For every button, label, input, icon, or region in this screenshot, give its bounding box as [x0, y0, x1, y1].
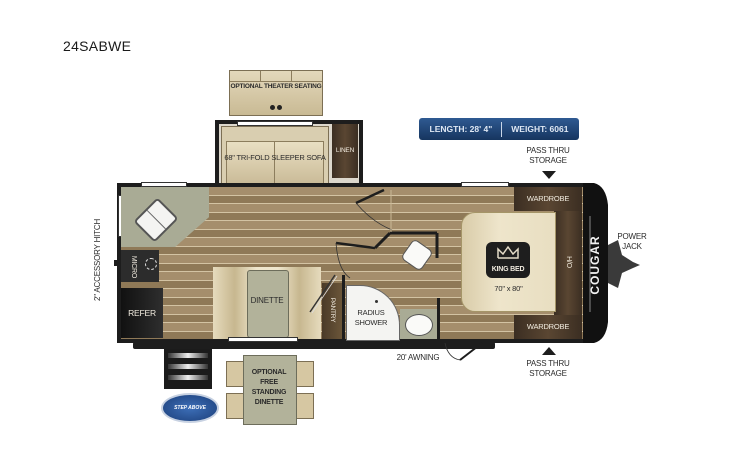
- lavatory-sink-icon: [405, 314, 433, 336]
- overhead-cabinet: H/O: [554, 211, 582, 315]
- slideout-window: [237, 121, 313, 126]
- window-bottom: [228, 337, 298, 342]
- spec-divider: [501, 121, 503, 137]
- bath-wall: [342, 275, 345, 339]
- bed-size: 70" x 80": [494, 284, 523, 293]
- awning-callout: 20' AWNING: [396, 353, 440, 362]
- pass-thru-bottom-callout: PASS THRU STORAGE: [526, 359, 570, 378]
- microwave: MICRO: [121, 250, 159, 282]
- weight-spec: WEIGHT: 6061: [511, 124, 569, 134]
- window-top-right: [461, 182, 509, 187]
- step-above-text: STEP ABOVE: [174, 405, 206, 411]
- power-jack-callout: POWER JACK: [617, 232, 647, 251]
- wardrobe-bottom: WARDROBE: [514, 315, 582, 339]
- sofa-label: 68" TRI-FOLD SLEEPER SOFA: [224, 153, 326, 162]
- shower-drain-icon: [375, 300, 378, 303]
- bed-label: KING BED: [491, 266, 525, 273]
- linen-closet: LINEN: [332, 124, 358, 178]
- wardrobe-top-label: WARDROBE: [526, 194, 570, 203]
- cupholder-icon: [277, 105, 282, 110]
- awning-rail: [133, 342, 495, 349]
- pass-thru-top-callout: PASS THRU STORAGE: [526, 146, 570, 165]
- refrigerator: REFER: [121, 288, 163, 338]
- wardrobe-top: WARDROBE: [514, 187, 582, 211]
- length-spec: LENGTH: 28' 4": [429, 124, 493, 134]
- model-title: 24SABWE: [63, 38, 132, 54]
- optional-dinette-label: OPTIONAL FREE STANDING DINETTE: [251, 369, 287, 406]
- vanity-wall: [437, 298, 440, 339]
- king-bed: KING BED 70" x 80": [461, 212, 556, 312]
- range-burner-icon: [145, 258, 157, 270]
- refer-label: REFER: [128, 308, 156, 318]
- wardrobe-bottom-label: WARDROBE: [526, 322, 570, 331]
- theater-label: OPTIONAL THEATER SEATING: [230, 83, 322, 90]
- hitch-icon: [114, 260, 118, 266]
- step-above-logo: STEP ABOVE: [161, 393, 219, 423]
- bathroom-vanity: [400, 309, 437, 339]
- dinette: DINETTE: [213, 267, 321, 339]
- optional-theater-seating: OPTIONAL THEATER SEATING: [229, 70, 323, 116]
- linen-label: LINEN: [335, 147, 355, 154]
- king-bed-badge: KING BED: [486, 242, 530, 278]
- shower-label: RADIUS SHOWER: [354, 308, 388, 327]
- entry-steps: [164, 349, 212, 389]
- pantry: PANTRY: [322, 283, 342, 339]
- crown-icon: [497, 245, 519, 259]
- spec-badge: LENGTH: 28' 4" WEIGHT: 6061: [419, 118, 579, 140]
- sleeper-sofa: 68" TRI-FOLD SLEEPER SOFA: [221, 126, 329, 190]
- cupholder-icon: [270, 105, 275, 110]
- optional-free-standing-dinette: OPTIONAL FREE STANDING DINETTE: [226, 355, 314, 425]
- window-top-left: [141, 182, 187, 187]
- dinette-label: DINETTE: [250, 296, 284, 305]
